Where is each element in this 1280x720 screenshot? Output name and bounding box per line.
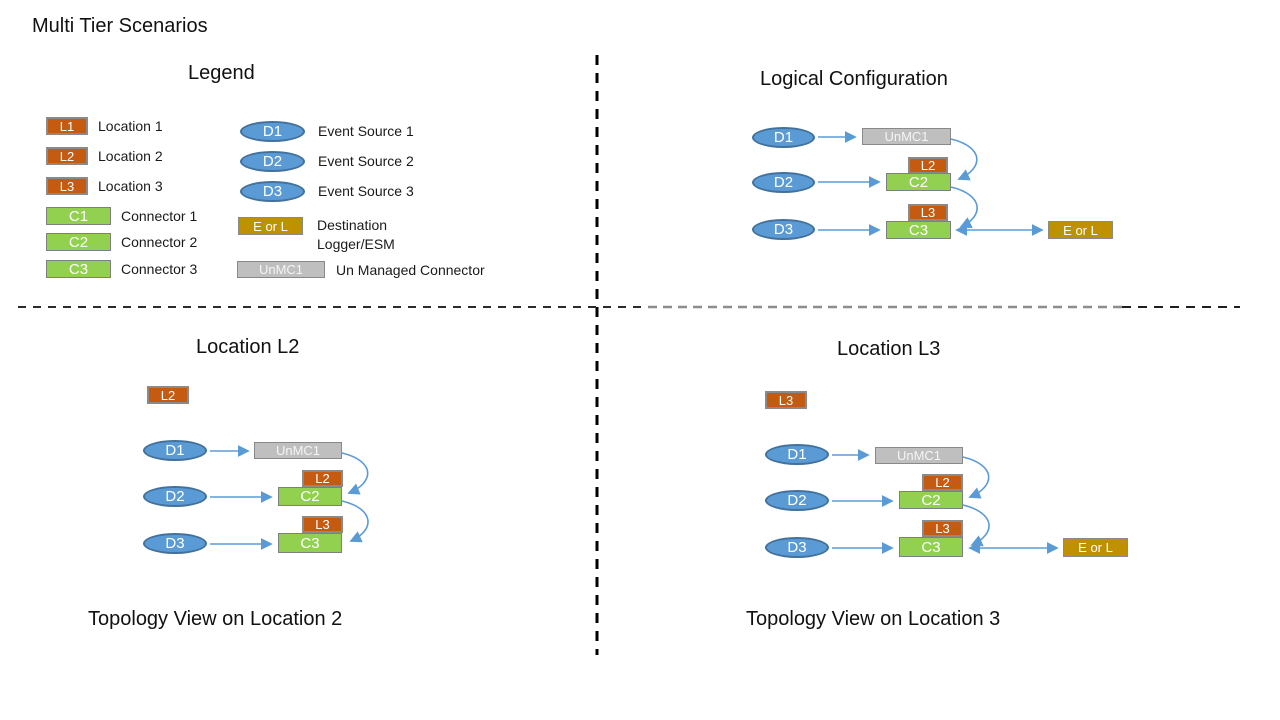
legend-label-event-source-1: Event Source 1: [318, 123, 414, 139]
location-l2-caption: Topology View on Location 2: [88, 608, 343, 630]
legend-chip-event-source-3: D3: [240, 181, 305, 202]
location-l3-heading: Location L3: [837, 338, 941, 360]
legend-label-destination-line2: Logger/ESM: [317, 236, 395, 252]
logical-event-source-d1: D1: [752, 127, 815, 148]
legend-chip-location-1: L1: [46, 117, 88, 135]
legend-heading: Legend: [188, 62, 255, 84]
logical-config-heading: Logical Configuration: [760, 68, 948, 90]
logical-unmanaged-connector-unmc1: UnMC1: [862, 128, 951, 145]
l2-event-source-d3: D3: [143, 533, 207, 554]
l3-connector-c3: C3: [899, 537, 963, 557]
legend-chip-location-2: L2: [46, 147, 88, 165]
legend-label-unmanaged-connector: Un Managed Connector: [336, 262, 485, 278]
l3-connector-c2: C2: [899, 491, 963, 509]
l3-standalone-location-tag: L3: [765, 391, 807, 409]
location-l2-heading: Location L2: [196, 336, 300, 358]
logical-event-source-d2: D2: [752, 172, 815, 193]
l2-connector-c3: C3: [278, 533, 342, 553]
legend-label-event-source-3: Event Source 3: [318, 183, 414, 199]
logical-event-source-d3: D3: [752, 219, 815, 240]
logical-connector-c2: C2: [886, 173, 951, 191]
legend-chip-event-source-2: D2: [240, 151, 305, 172]
logical-location-tag-l2: L2: [908, 157, 948, 174]
legend-chip-destination: E or L: [238, 217, 303, 235]
logical-location-tag-l3: L3: [908, 204, 948, 221]
l2-event-source-d1: D1: [143, 440, 207, 461]
legend-label-connector-2: Connector 2: [121, 234, 198, 250]
legend-chip-connector-2: C2: [46, 233, 111, 251]
l3-location-tag-l3: L3: [922, 520, 963, 537]
l2-location-tag-l2: L2: [302, 470, 343, 487]
l3-unmanaged-connector-unmc1: UnMC1: [875, 447, 963, 464]
legend-label-event-source-2: Event Source 2: [318, 153, 414, 169]
legend-label-location-1: Location 1: [98, 118, 163, 134]
legend-label-connector-1: Connector 1: [121, 208, 198, 224]
l2-unmanaged-connector-unmc1: UnMC1: [254, 442, 342, 459]
location-l3-caption: Topology View on Location 3: [746, 608, 1001, 630]
legend-label-destination-line1: Destination: [317, 217, 388, 233]
legend-chip-event-source-1: D1: [240, 121, 305, 142]
legend-label-location-2: Location 2: [98, 148, 163, 164]
l2-standalone-location-tag: L2: [147, 386, 189, 404]
l2-location-tag-l3: L3: [302, 516, 343, 533]
legend-chip-unmanaged-connector: UnMC1: [237, 261, 325, 278]
legend-label-connector-3: Connector 3: [121, 261, 198, 277]
logical-connector-c3: C3: [886, 221, 951, 239]
l3-event-source-d1: D1: [765, 444, 829, 465]
l3-destination-eorl: E or L: [1063, 538, 1128, 557]
l3-location-tag-l2: L2: [922, 474, 963, 491]
legend-chip-connector-3: C3: [46, 260, 111, 278]
legend-label-location-3: Location 3: [98, 178, 163, 194]
page-title: Multi Tier Scenarios: [32, 15, 208, 37]
l2-event-source-d2: D2: [143, 486, 207, 507]
legend-chip-connector-1: C1: [46, 207, 111, 225]
l3-event-source-d2: D2: [765, 490, 829, 511]
l2-connector-c2: C2: [278, 487, 342, 506]
legend-chip-location-3: L3: [46, 177, 88, 195]
logical-destination-eorl: E or L: [1048, 221, 1113, 239]
l3-event-source-d3: D3: [765, 537, 829, 558]
